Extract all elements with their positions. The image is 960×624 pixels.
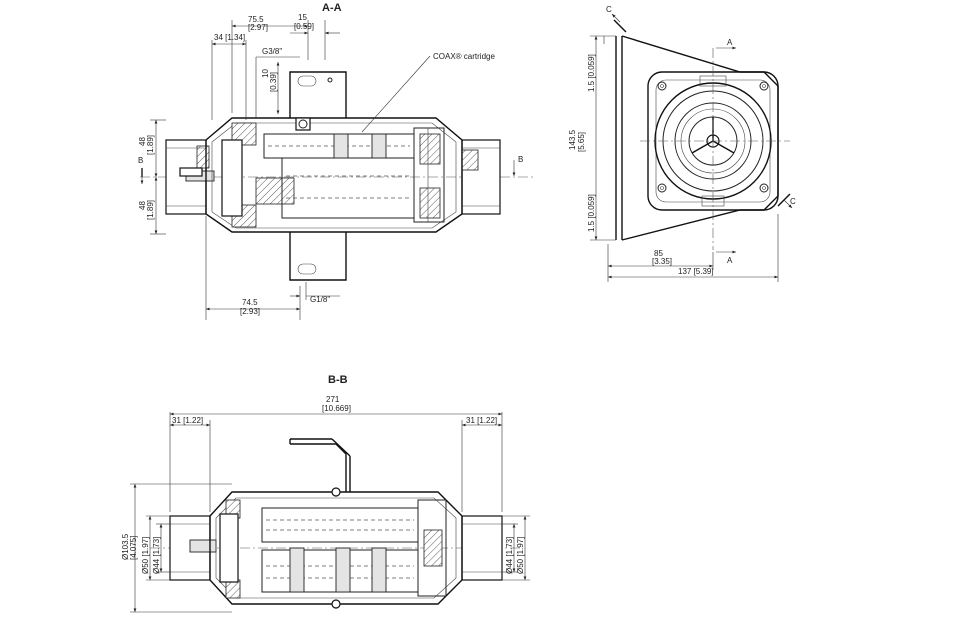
thread-g3-8: G3/8"	[262, 47, 282, 56]
bolt-hole-top-left	[657, 81, 667, 91]
dim-dia-103-5: Ø103.5	[121, 533, 130, 560]
dim-85-inch: [3.35]	[652, 257, 672, 266]
dim-48-bottom-inch: [1.89]	[146, 200, 155, 220]
dim-dia-103-5-inch: [4.075]	[129, 536, 138, 560]
coax-cartridge-callout: COAX® cartridge	[433, 52, 495, 61]
dim-dia-50-left: Ø50 [1.97]	[141, 537, 150, 574]
dim-48-bottom: 48	[138, 201, 147, 210]
bolt-hole-bottom-left	[657, 183, 667, 193]
dim-15-inch: [0.59]	[294, 22, 314, 31]
dim-137: 137 [5.39]	[678, 267, 714, 276]
dim-10: 10	[261, 69, 270, 78]
dim-1-5-bottom: 1.5 [0.059]	[587, 194, 596, 232]
dim-75-5: 75.5	[248, 15, 264, 24]
section-marker-a-bottom: A	[727, 256, 733, 265]
section-marker-c-bottom: C	[790, 197, 796, 206]
section-marker-c-top: C	[606, 5, 612, 14]
dim-74-5: 74.5	[242, 298, 258, 307]
section-view-bb: B-B	[121, 374, 530, 613]
dim-143-5: 143.5	[568, 129, 577, 150]
dim-31-left: 31 [1.22]	[172, 416, 203, 425]
side-view: A A C C 143.5 [5.65] 1.5 [0.059] 1.5 [0.…	[568, 5, 796, 282]
mounting-bracket-bb	[290, 443, 347, 492]
dim-48-top-inch: [1.89]	[146, 135, 155, 155]
dim-271: 271	[326, 395, 340, 404]
dim-74-5-inch: [2.93]	[240, 307, 260, 316]
dim-1-5-top: 1.5 [0.059]	[587, 54, 596, 92]
dim-85: 85	[654, 249, 663, 258]
dim-10-inch: [0.39]	[269, 72, 278, 92]
right-port-bb	[461, 515, 503, 581]
dim-dia-44-left: Ø44 [1.73]	[152, 537, 161, 574]
section-marker-a-top: A	[727, 38, 733, 47]
section-marker-b-right: B	[518, 155, 523, 164]
dim-271-inch: [10.669]	[322, 404, 351, 413]
bolt-hole-bottom-right	[759, 183, 769, 193]
mounting-bracket-top-aa	[289, 71, 347, 118]
dim-143-5-inch: [5.65]	[577, 132, 586, 152]
left-port-aa	[165, 139, 215, 215]
dim-34: 34 [1.34]	[214, 33, 245, 42]
dim-75-5-inch: [2.97]	[248, 23, 268, 32]
bolt-hole-top-right	[759, 81, 769, 91]
dim-dia-50-right: Ø50 [1.97]	[516, 537, 525, 574]
section-view-aa: A-A	[138, 2, 535, 320]
right-port-aa	[461, 139, 501, 215]
section-title-aa: A-A	[322, 2, 342, 14]
thread-g1-8: G1/8"	[310, 295, 330, 304]
dim-15: 15	[298, 13, 307, 22]
dim-48-top: 48	[138, 137, 147, 146]
dim-31-right: 31 [1.22]	[466, 416, 497, 425]
section-marker-b-left: B	[138, 156, 143, 165]
dim-dia-44-right: Ø44 [1.73]	[505, 537, 514, 574]
section-title-bb: B-B	[328, 374, 348, 386]
mounting-bracket-bottom-aa	[289, 232, 347, 281]
housing-outline-bb	[209, 491, 463, 605]
